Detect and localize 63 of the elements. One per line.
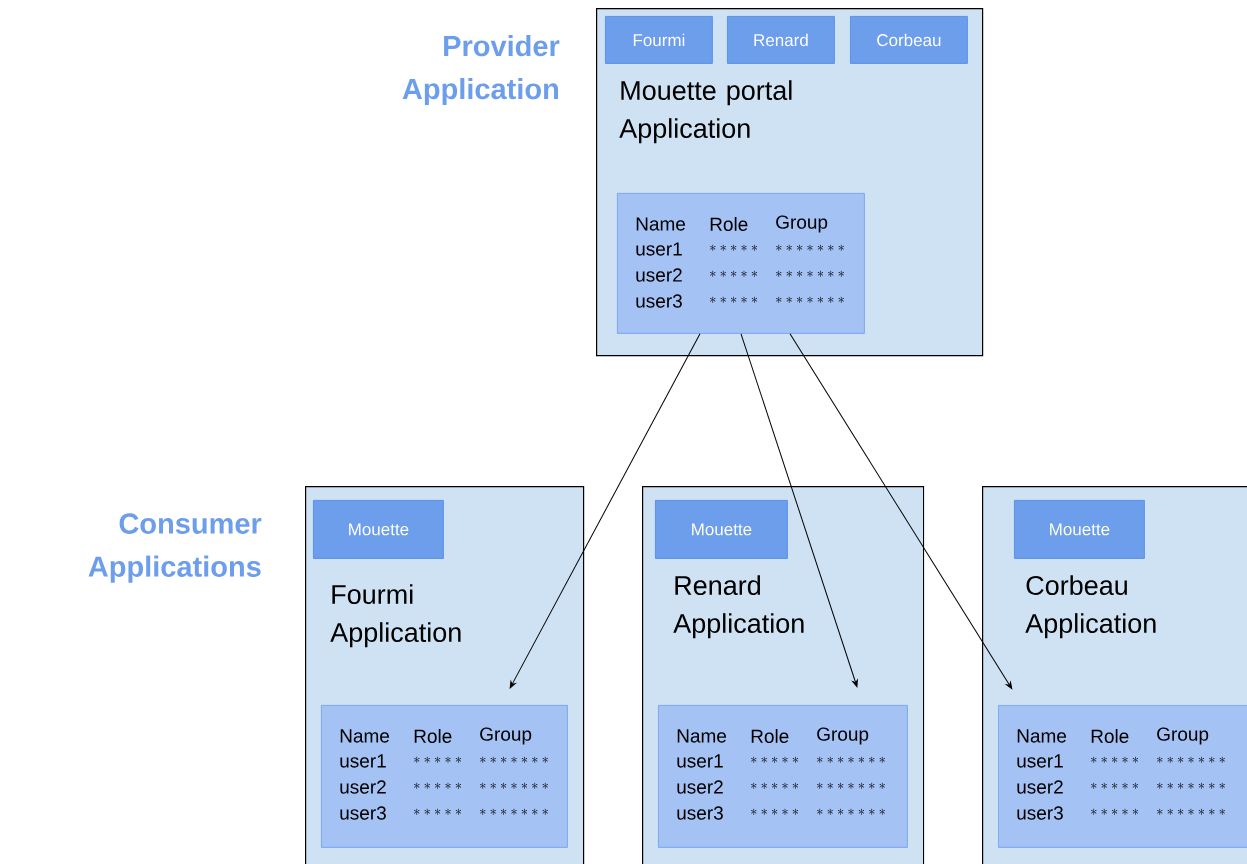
table-entry: user3 [636,294,682,308]
table-entry: $*******$ [480,782,548,789]
section-heading: Provider Application [402,35,560,105]
table-entry: $*******$ [776,270,844,277]
table-entry: user1 [677,754,723,768]
table-entry: user1 [1017,754,1063,768]
table-entry: $*****$ [414,808,462,815]
column-heading: Role [751,729,789,743]
column-heading: Role [1091,729,1129,743]
tab-button: Mouette [313,500,444,559]
table-entry: user1 [636,242,682,256]
table-entry: $*****$ [710,270,758,277]
tab-button: Fourmi [605,16,713,64]
table-entry: $*****$ [414,756,462,763]
table-entry: $*****$ [751,808,799,815]
table-entry: $*******$ [480,756,548,763]
user-table [658,705,908,848]
table-entry: $*******$ [1157,782,1225,789]
table-entry: $*****$ [414,782,462,789]
tab-button: Corbeau [850,16,968,64]
tab-button: Mouette [655,500,788,559]
tab-button: Mouette [1014,500,1145,559]
column-heading: Name [340,729,390,743]
table-entry: $*******$ [817,756,885,763]
table-entry: $*****$ [1091,782,1139,789]
user-table [998,705,1247,848]
column-heading: Group [817,727,869,745]
table-entry: user2 [677,780,723,794]
table-entry: $*****$ [751,756,799,763]
column-heading: Name [636,217,686,231]
table-entry: $*******$ [1157,808,1225,815]
column-heading: Role [414,729,452,743]
table-entry: $*****$ [710,296,758,303]
table-entry: $*****$ [1091,756,1139,763]
table-entry: user3 [677,806,723,820]
table-entry: user3 [340,806,386,820]
column-heading: Role [710,217,748,231]
table-entry: user2 [636,268,682,282]
table-entry: $*****$ [1091,808,1139,815]
table-entry: $*******$ [817,808,885,815]
arrow [509,333,701,689]
table-entry: $*******$ [776,244,844,251]
table-entry: $*******$ [480,808,548,815]
user-table [617,193,865,334]
user-table [321,705,568,848]
column-heading: Name [677,729,727,743]
column-heading: Name [1017,729,1067,743]
section-heading: Consumer Applications [88,513,262,583]
column-heading: Group [1157,727,1209,745]
arrow [789,333,1013,690]
table-entry: user3 [1017,806,1063,820]
table-entry: $*****$ [710,244,758,251]
table-entry: user2 [1017,780,1063,794]
column-heading: Group [776,215,828,233]
arrow [740,333,858,688]
column-heading: Group [480,727,532,745]
table-entry: $*****$ [751,782,799,789]
table-entry: user1 [340,754,386,768]
table-entry: $*******$ [1157,756,1225,763]
table-entry: $*******$ [817,782,885,789]
table-entry: $*******$ [776,296,844,303]
tab-button: Renard [727,16,835,64]
table-entry: user2 [340,780,386,794]
